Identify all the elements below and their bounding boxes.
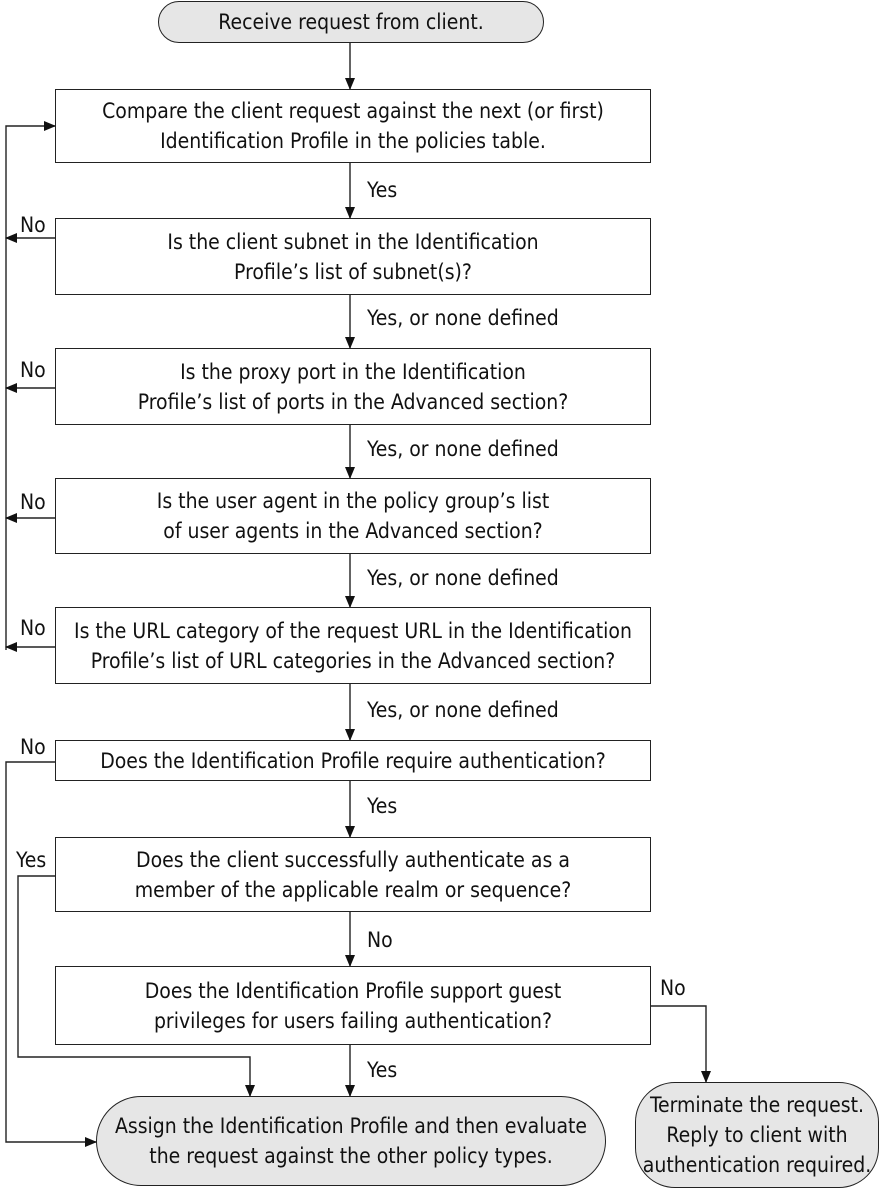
- label-require-auth-yes: Yes: [367, 794, 398, 818]
- label-port-yes: Yes, or none defined: [367, 437, 559, 461]
- loop-back-line: [5, 121, 56, 650]
- label-agent-no: No: [20, 490, 46, 514]
- port-decision: Is the proxy port in the Identification …: [55, 348, 651, 425]
- assign-end-node: Assign the Identification Profile and th…: [96, 1096, 606, 1186]
- label-guest-yes: Yes: [367, 1058, 398, 1082]
- authenticate-decision: Does the client successfully authenticat…: [55, 837, 651, 912]
- label-subnet-no: No: [20, 213, 46, 237]
- start-node: Receive request from client.: [158, 1, 544, 43]
- label-url-no: No: [20, 616, 46, 640]
- label-agent-yes: Yes, or none defined: [367, 566, 559, 590]
- label-authenticate-no: No: [367, 928, 393, 952]
- agent-decision: Is the user agent in the policy group’s …: [55, 478, 651, 554]
- label-subnet-yes: Yes, or none defined: [367, 306, 559, 330]
- arrow-require-auth-no: [5, 761, 97, 1147]
- url-decision: Is the URL category of the request URL i…: [55, 607, 651, 684]
- require-auth-decision: Does the Identification Profile require …: [55, 740, 651, 781]
- label-guest-no: No: [660, 976, 686, 1000]
- arrow-guest-no: [650, 1005, 711, 1083]
- label-require-auth-no: No: [20, 735, 46, 759]
- arrow-authenticate-yes: [17, 875, 255, 1097]
- label-url-yes: Yes, or none defined: [367, 698, 559, 722]
- label-authenticate-yes: Yes: [16, 848, 47, 872]
- guest-decision: Does the Identification Profile support …: [55, 966, 651, 1045]
- terminate-end-node: Terminate the request. Reply to client w…: [635, 1082, 879, 1188]
- label-compare-yes: Yes: [367, 178, 398, 202]
- subnet-decision: Is the client subnet in the Identificati…: [55, 218, 651, 295]
- compare-step: Compare the client request against the n…: [55, 89, 651, 163]
- label-port-no: No: [20, 358, 46, 382]
